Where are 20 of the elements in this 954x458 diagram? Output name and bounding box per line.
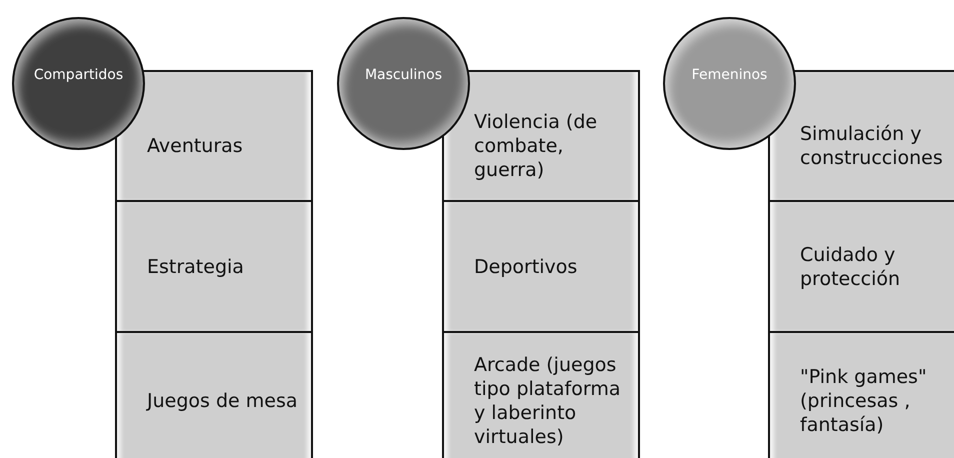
list-box — [442, 200, 640, 333]
item-label: Arcade (juegos tipo plataforma y laberinto virtuales) — [474, 353, 622, 449]
item-label: Juegos de mesa — [147, 389, 298, 413]
category-label: Compartidos — [32, 67, 124, 83]
item-label: Simulación y construcciones — [800, 122, 944, 170]
item-label: Deportivos — [474, 254, 578, 278]
list-box — [768, 331, 954, 458]
list-box — [768, 200, 954, 333]
list-box — [442, 331, 640, 458]
category-label: Femeninos — [690, 67, 768, 83]
list-box — [115, 200, 313, 333]
item-label: Cuidado y protección — [800, 242, 902, 290]
item-label: Estrategia — [147, 254, 244, 278]
list-box — [768, 70, 954, 202]
list-box — [442, 70, 640, 202]
item-label: Violencia (de combate, guerra) — [474, 110, 598, 182]
item-label: Aventuras — [147, 134, 243, 158]
list-box — [115, 331, 313, 458]
category-label: Masculinos — [364, 67, 444, 83]
item-label: "Pink games" (princesas , fantasía) — [800, 365, 928, 437]
